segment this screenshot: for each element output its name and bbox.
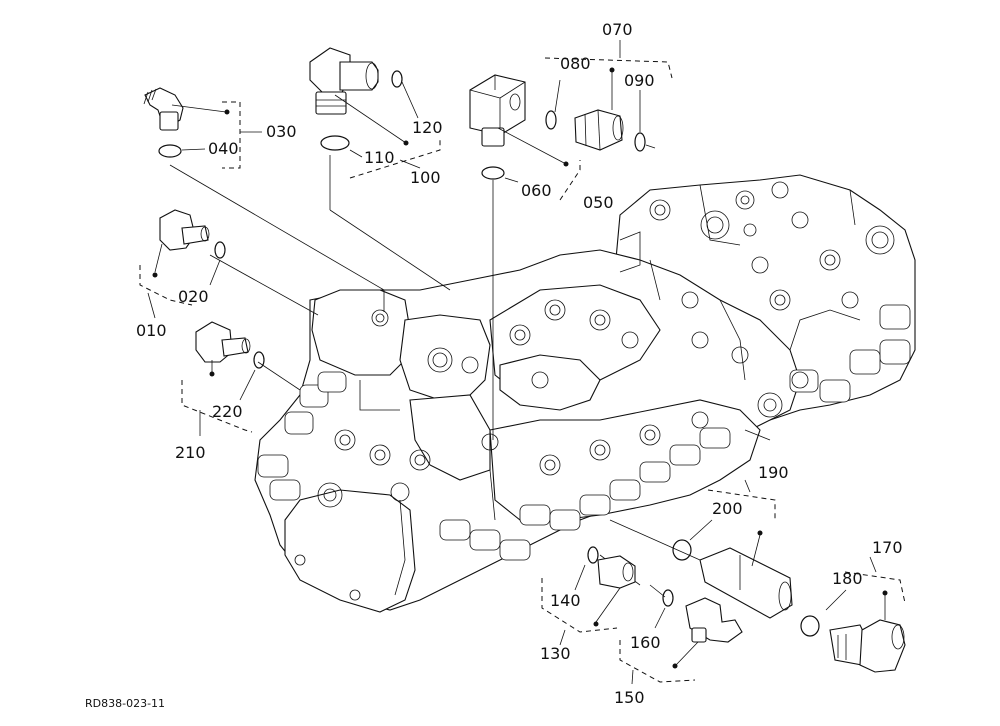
o-ring-040	[158, 144, 182, 158]
label-090: 090	[624, 71, 655, 90]
label-050: 050	[583, 193, 614, 212]
plug-130-group	[541, 546, 636, 646]
fitting-100-group	[309, 47, 441, 179]
fitting-050-group	[469, 74, 581, 201]
control-valve-assembly	[254, 174, 916, 613]
o-ring-220	[253, 351, 265, 369]
label-110: 110	[364, 148, 395, 167]
label-140: 140	[550, 591, 581, 610]
label-040: 040	[208, 139, 239, 158]
fitting-030-group	[143, 87, 262, 169]
part-labels: 010 020 030 040 050 060 070 080 090 100 …	[85, 20, 903, 710]
fitting-010-group	[139, 209, 226, 319]
o-ring-160	[662, 589, 674, 607]
label-020: 020	[178, 287, 209, 306]
relief-valve-190-group	[672, 479, 793, 619]
label-010: 010	[136, 321, 167, 340]
o-ring-180	[800, 615, 820, 637]
label-190: 190	[758, 463, 789, 482]
label-200: 200	[712, 499, 743, 518]
o-ring-080	[545, 110, 557, 130]
drawing-code: RD838-023-11	[85, 697, 165, 710]
label-210: 210	[175, 443, 206, 462]
adapter-070-group	[544, 40, 673, 152]
label-130: 130	[540, 644, 571, 663]
o-ring-060	[481, 166, 505, 180]
tee-fitting-150-group	[619, 589, 743, 685]
label-030: 030	[266, 122, 297, 141]
label-150: 150	[614, 688, 645, 707]
label-170: 170	[872, 538, 903, 557]
elbow-170-group	[800, 556, 906, 673]
o-ring-090	[634, 132, 646, 152]
o-ring-020	[214, 241, 226, 259]
label-180: 180	[832, 569, 863, 588]
label-080: 080	[560, 54, 591, 73]
o-ring-120	[391, 70, 403, 88]
label-060: 060	[521, 181, 552, 200]
label-100: 100	[410, 168, 441, 187]
o-ring-110	[320, 135, 350, 151]
label-220: 220	[212, 402, 243, 421]
o-ring-200	[672, 539, 692, 561]
label-120: 120	[412, 118, 443, 137]
fitting-210-group	[181, 321, 265, 436]
label-070: 070	[602, 20, 633, 39]
o-ring-140	[587, 546, 599, 564]
label-160: 160	[630, 633, 661, 652]
